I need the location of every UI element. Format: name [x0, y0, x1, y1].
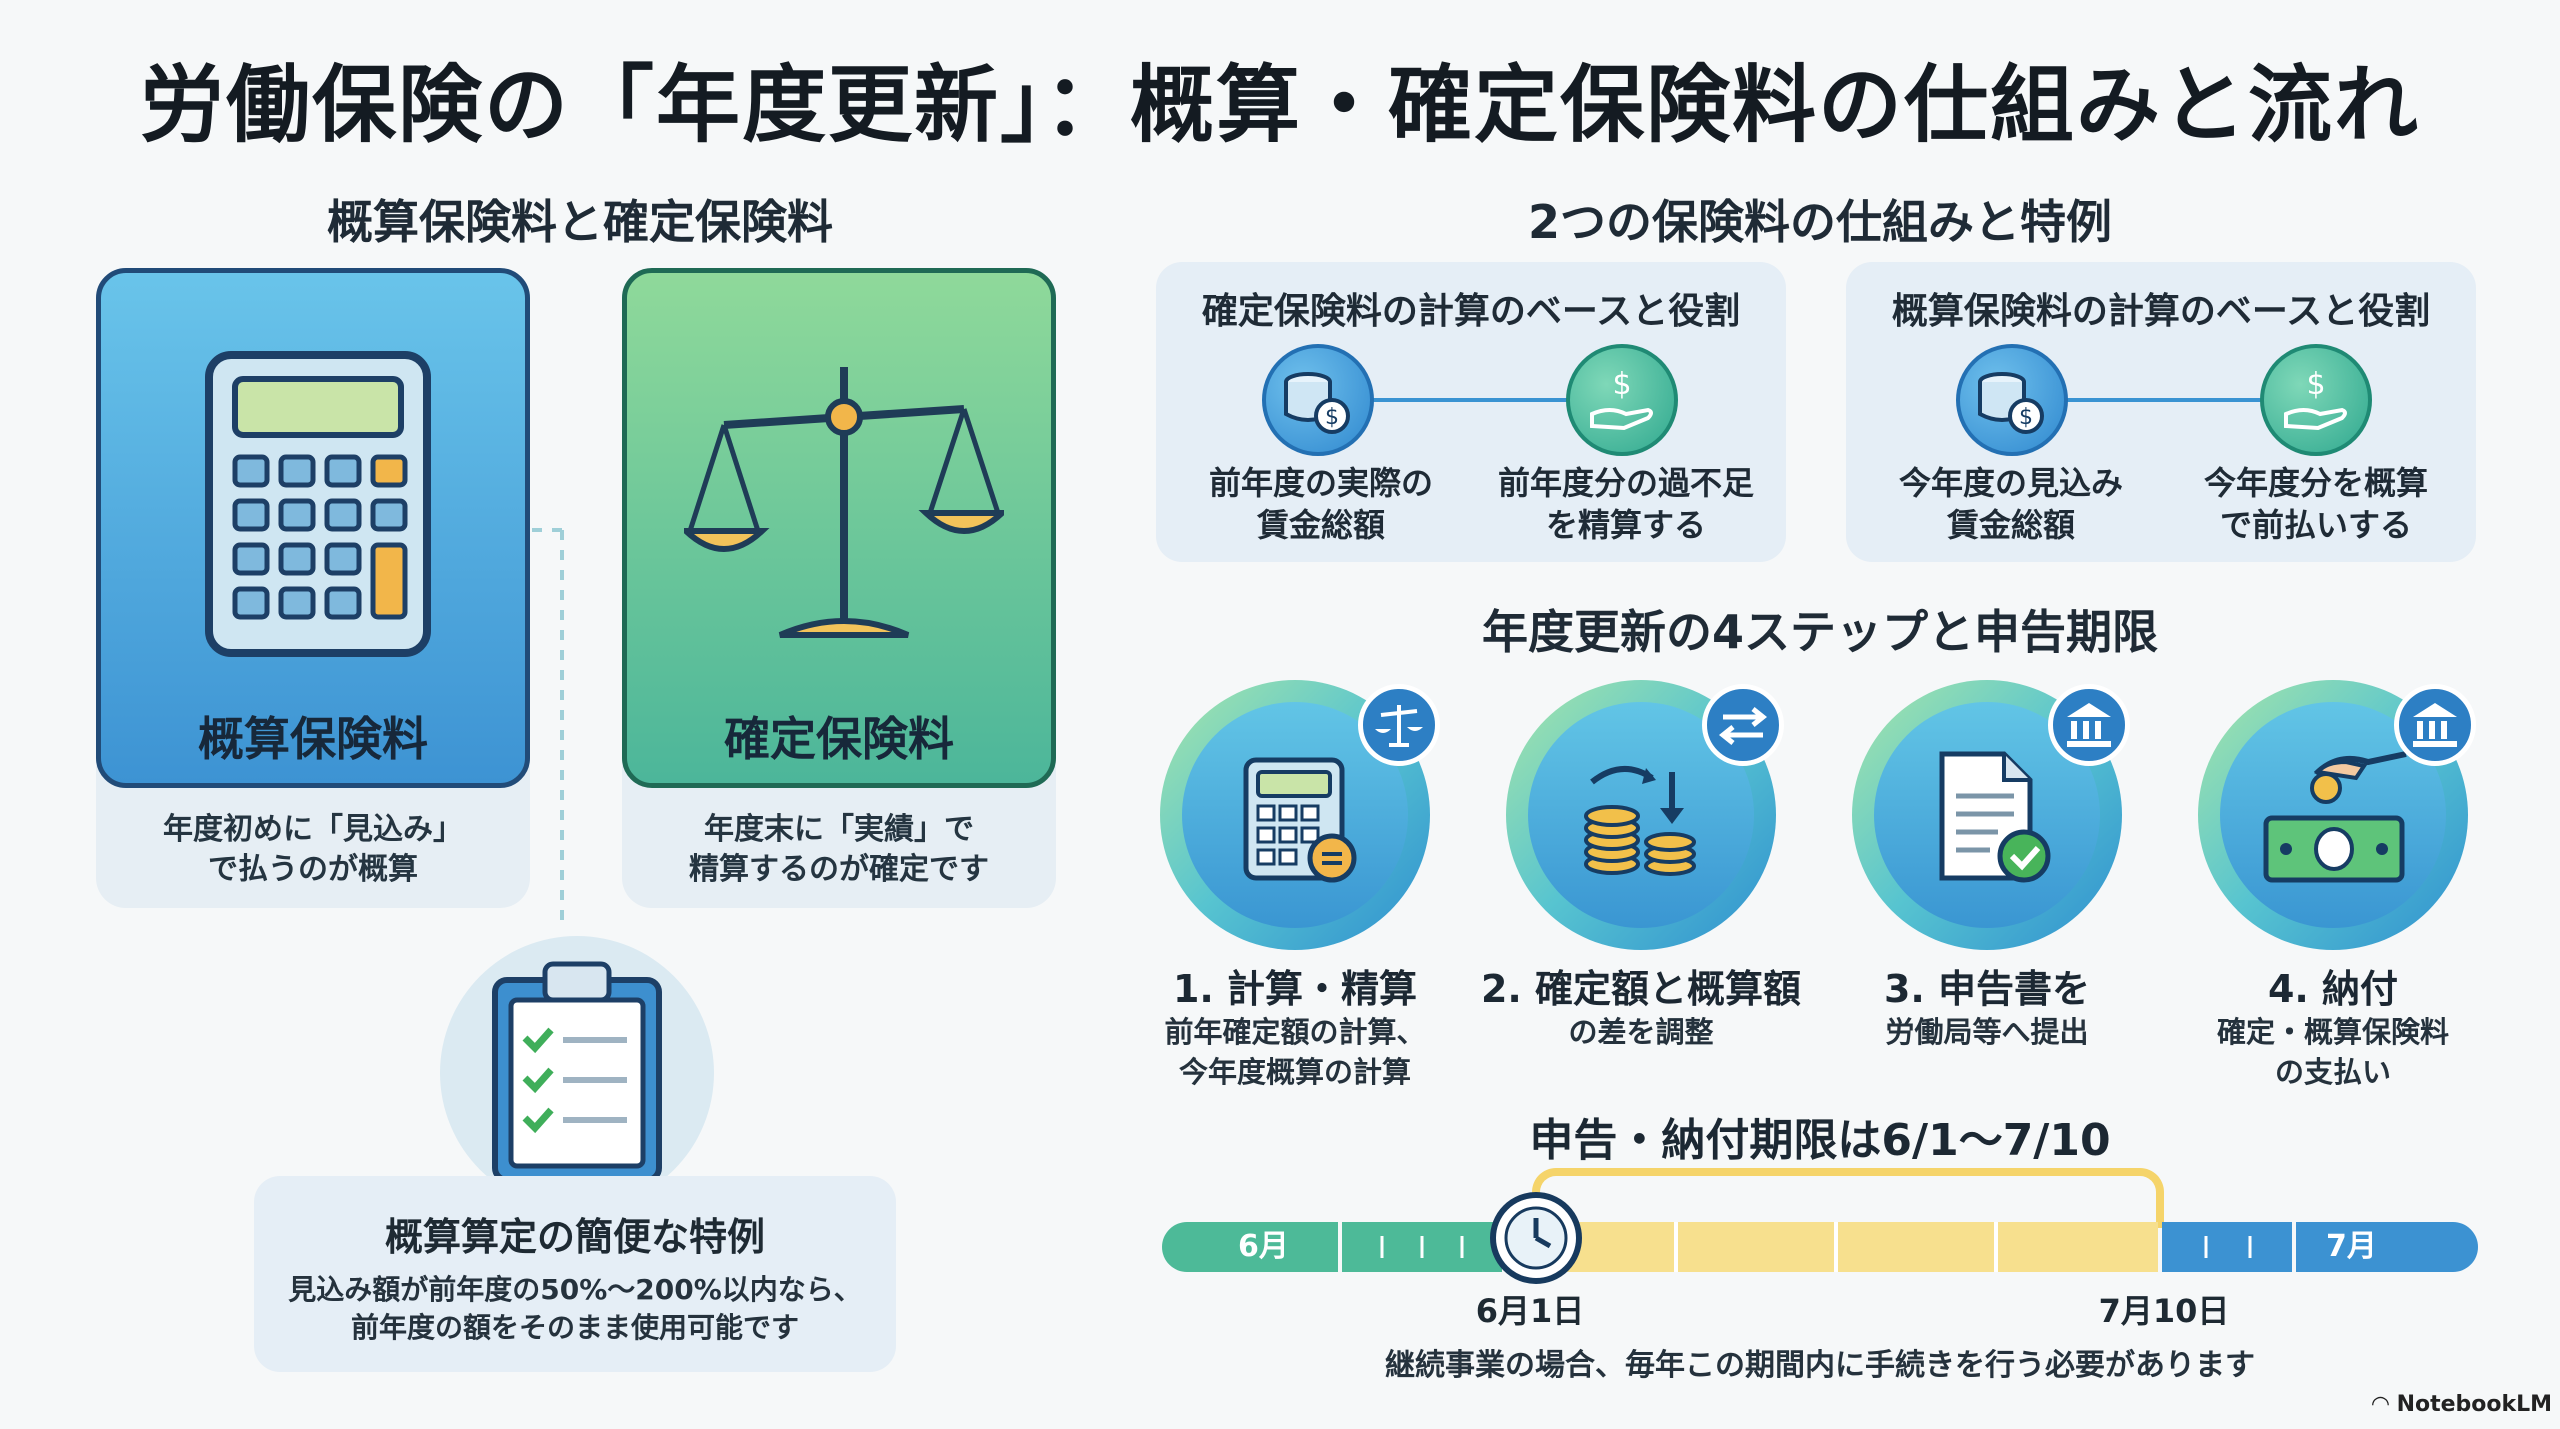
panel-gaisan-link	[2028, 398, 2268, 402]
card-gaisan-desc-line1: 年度初めに「見込み」	[163, 812, 463, 847]
calculator-icon	[1243, 757, 1357, 883]
step-2-title: 2. 確定額と概算額	[1480, 967, 1802, 1011]
swap-arrows-icon	[1702, 684, 1784, 766]
step-3-desc: 労働局等へ提出	[1885, 1015, 2089, 1049]
coin-stack-icon: $	[1262, 344, 1374, 456]
timeline-june-ticks	[1342, 1222, 1502, 1272]
steps-heading: 年度更新の4ステップと申告期限	[1481, 605, 2158, 659]
step-1-title: 1. 計算・精算	[1172, 967, 1418, 1011]
timeline-july-segment: 7月	[2296, 1222, 2478, 1272]
hand-dollar-icon: $	[2260, 344, 2372, 456]
card-gaisan-desc: 年度初めに「見込み」 で払うのが概算	[96, 810, 530, 890]
special-title: 概算算定の簡便な特例	[384, 1215, 765, 1259]
panel-gaisan-title: 概算保険料の計算のベースと役割	[1891, 291, 2431, 332]
deadline-start-label: 6月1日	[1475, 1292, 1585, 1330]
svg-text:$: $	[2306, 367, 2325, 402]
coins-arrow-icon	[1584, 765, 1696, 876]
panel-kakutei: 確定保険料の計算のベースと役割 $ $ 前年度の実際の 賃金総額 前年度分の過不…	[1156, 262, 1786, 562]
svg-text:$: $	[1325, 405, 1339, 430]
card-kakutei-top: 確定保険料	[622, 268, 1056, 788]
government-building-icon	[2048, 684, 2130, 766]
panel-gaisan-role-line2: で前払いする	[2219, 506, 2412, 544]
svg-text:$: $	[2019, 405, 2033, 430]
clipboard-circle	[440, 936, 714, 1210]
panel-kakutei-role-line1: 前年度分の過不足	[1497, 464, 1754, 502]
special-box: 概算算定の簡便な特例 見込み額が前年度の50%〜200%以内なら、 前年度の額を…	[254, 1176, 896, 1372]
card-gaisan: 概算保険料 年度初めに「見込み」 で払うのが概算	[96, 268, 530, 908]
timeline-period-segment	[1506, 1222, 2158, 1272]
step-4-circle	[2198, 680, 2476, 950]
panel-kakutei-base-line2: 賃金総額	[1256, 506, 1385, 544]
timeline-bar: 6月 7月	[1162, 1222, 2478, 1272]
special-desc: 見込み額が前年度の50%〜200%以内なら、 前年度の額をそのまま使用可能です	[254, 1271, 896, 1347]
step-4-title: 4. 納付	[2267, 967, 2399, 1011]
svg-text:$: $	[1612, 367, 1631, 402]
page-title: 労働保険の「年度更新」：概算・確定保険料の仕組みと流れ	[139, 56, 2420, 154]
panel-kakutei-title: 確定保険料の計算のベースと役割	[1201, 291, 1741, 332]
panel-gaisan-base-line1: 今年度の見込み	[1898, 464, 2123, 502]
payment-cash-icon	[2263, 751, 2407, 883]
period-bracket	[1532, 1168, 2164, 1228]
panel-kakutei-link	[1338, 398, 1578, 402]
clock-icon	[1490, 1192, 1582, 1284]
panel-kakutei-role: 前年度分の過不足 を精算する	[1476, 462, 1776, 546]
step-1-desc-line1: 前年確定額の計算、	[1164, 1015, 1426, 1049]
deadline-end-label: 7月10日	[2098, 1292, 2230, 1330]
step-1-circle	[1160, 680, 1440, 950]
panel-kakutei-base-line1: 前年度の実際の	[1208, 464, 1433, 502]
panel-gaisan-role: 今年度分を概算 で前払いする	[2166, 462, 2466, 546]
card-kakutei-label: 確定保険料	[724, 712, 954, 766]
panel-kakutei-base: 前年度の実際の 賃金総額	[1176, 462, 1466, 546]
left-heading: 概算保険料と確定保険料	[327, 195, 833, 249]
step-4-desc-line2: の支払い	[2274, 1055, 2391, 1089]
connector-dotted	[532, 528, 564, 930]
special-line1: 見込み額が前年度の50%〜200%以内なら、	[288, 1273, 862, 1306]
card-gaisan-top: 概算保険料	[96, 268, 530, 788]
brand-label: NotebookLM	[2396, 1392, 2553, 1417]
card-kakutei-desc-line2: 精算するのが確定です	[689, 852, 989, 887]
step-2-circle	[1506, 680, 1784, 950]
card-kakutei-desc-line1: 年度末に「実績」で	[704, 812, 974, 847]
card-gaisan-desc-line2: で払うのが概算	[208, 852, 418, 887]
right-heading: 2つの保険料の仕組みと特例	[1527, 195, 2112, 249]
step-3-circle	[1852, 680, 2130, 950]
document-check-icon	[1939, 751, 2051, 883]
timeline-july-label: 7月	[2326, 1229, 2377, 1264]
panel-gaisan-base: 今年度の見込み 賃金総額	[1866, 462, 2156, 546]
coin-stack-icon: $	[1956, 344, 2068, 456]
bank-icon	[2394, 684, 2476, 766]
deadline-title: 申告・納付期限は6/1〜7/10	[1529, 1115, 2111, 1166]
panel-gaisan: 概算保険料の計算のベースと役割 $ $ 今年度の見込み 賃金総額 今年度分を概算…	[1846, 262, 2476, 562]
timeline-june-label: 6月	[1238, 1229, 1289, 1264]
step-1-desc-line2: 今年度概算の計算	[1178, 1055, 1411, 1089]
notebooklm-brand: ◠ NotebookLM	[2372, 1392, 2552, 1417]
special-line2: 前年度の額をそのまま使用可能です	[350, 1311, 799, 1344]
notebooklm-icon: ◠	[2372, 1392, 2397, 1417]
timeline-june-segment: 6月	[1162, 1222, 1338, 1272]
clipboard-icon	[492, 961, 662, 1183]
panel-gaisan-base-line2: 賃金総額	[1946, 506, 2075, 544]
step-1-desc: 前年確定額の計算、 今年度概算の計算	[1110, 1012, 1480, 1092]
step-3-title: 3. 申告書を	[1883, 967, 2091, 1011]
panel-gaisan-role-line1: 今年度分を概算	[2203, 464, 2428, 502]
hand-dollar-icon: $	[1566, 344, 1678, 456]
card-kakutei-desc: 年度末に「実績」で 精算するのが確定です	[622, 810, 1056, 890]
balance-badge-icon	[1358, 684, 1440, 766]
card-kakutei: 確定保険料 年度末に「実績」で 精算するのが確定です	[622, 268, 1056, 908]
scales-icon	[684, 367, 1004, 638]
timeline-july-ticks	[2162, 1222, 2292, 1272]
step-4-desc: 確定・概算保険料 の支払い	[2148, 1012, 2518, 1092]
step-2-desc: の差を調整	[1568, 1015, 1714, 1049]
calculator-icon	[205, 351, 431, 657]
deadline-note: 継続事業の場合、毎年この期間内に手続きを行う必要があります	[1385, 1348, 2255, 1383]
card-gaisan-label: 概算保険料	[198, 712, 428, 766]
step-4-desc-line1: 確定・概算保険料	[2216, 1015, 2449, 1049]
panel-kakutei-role-line2: を精算する	[1545, 506, 1706, 544]
